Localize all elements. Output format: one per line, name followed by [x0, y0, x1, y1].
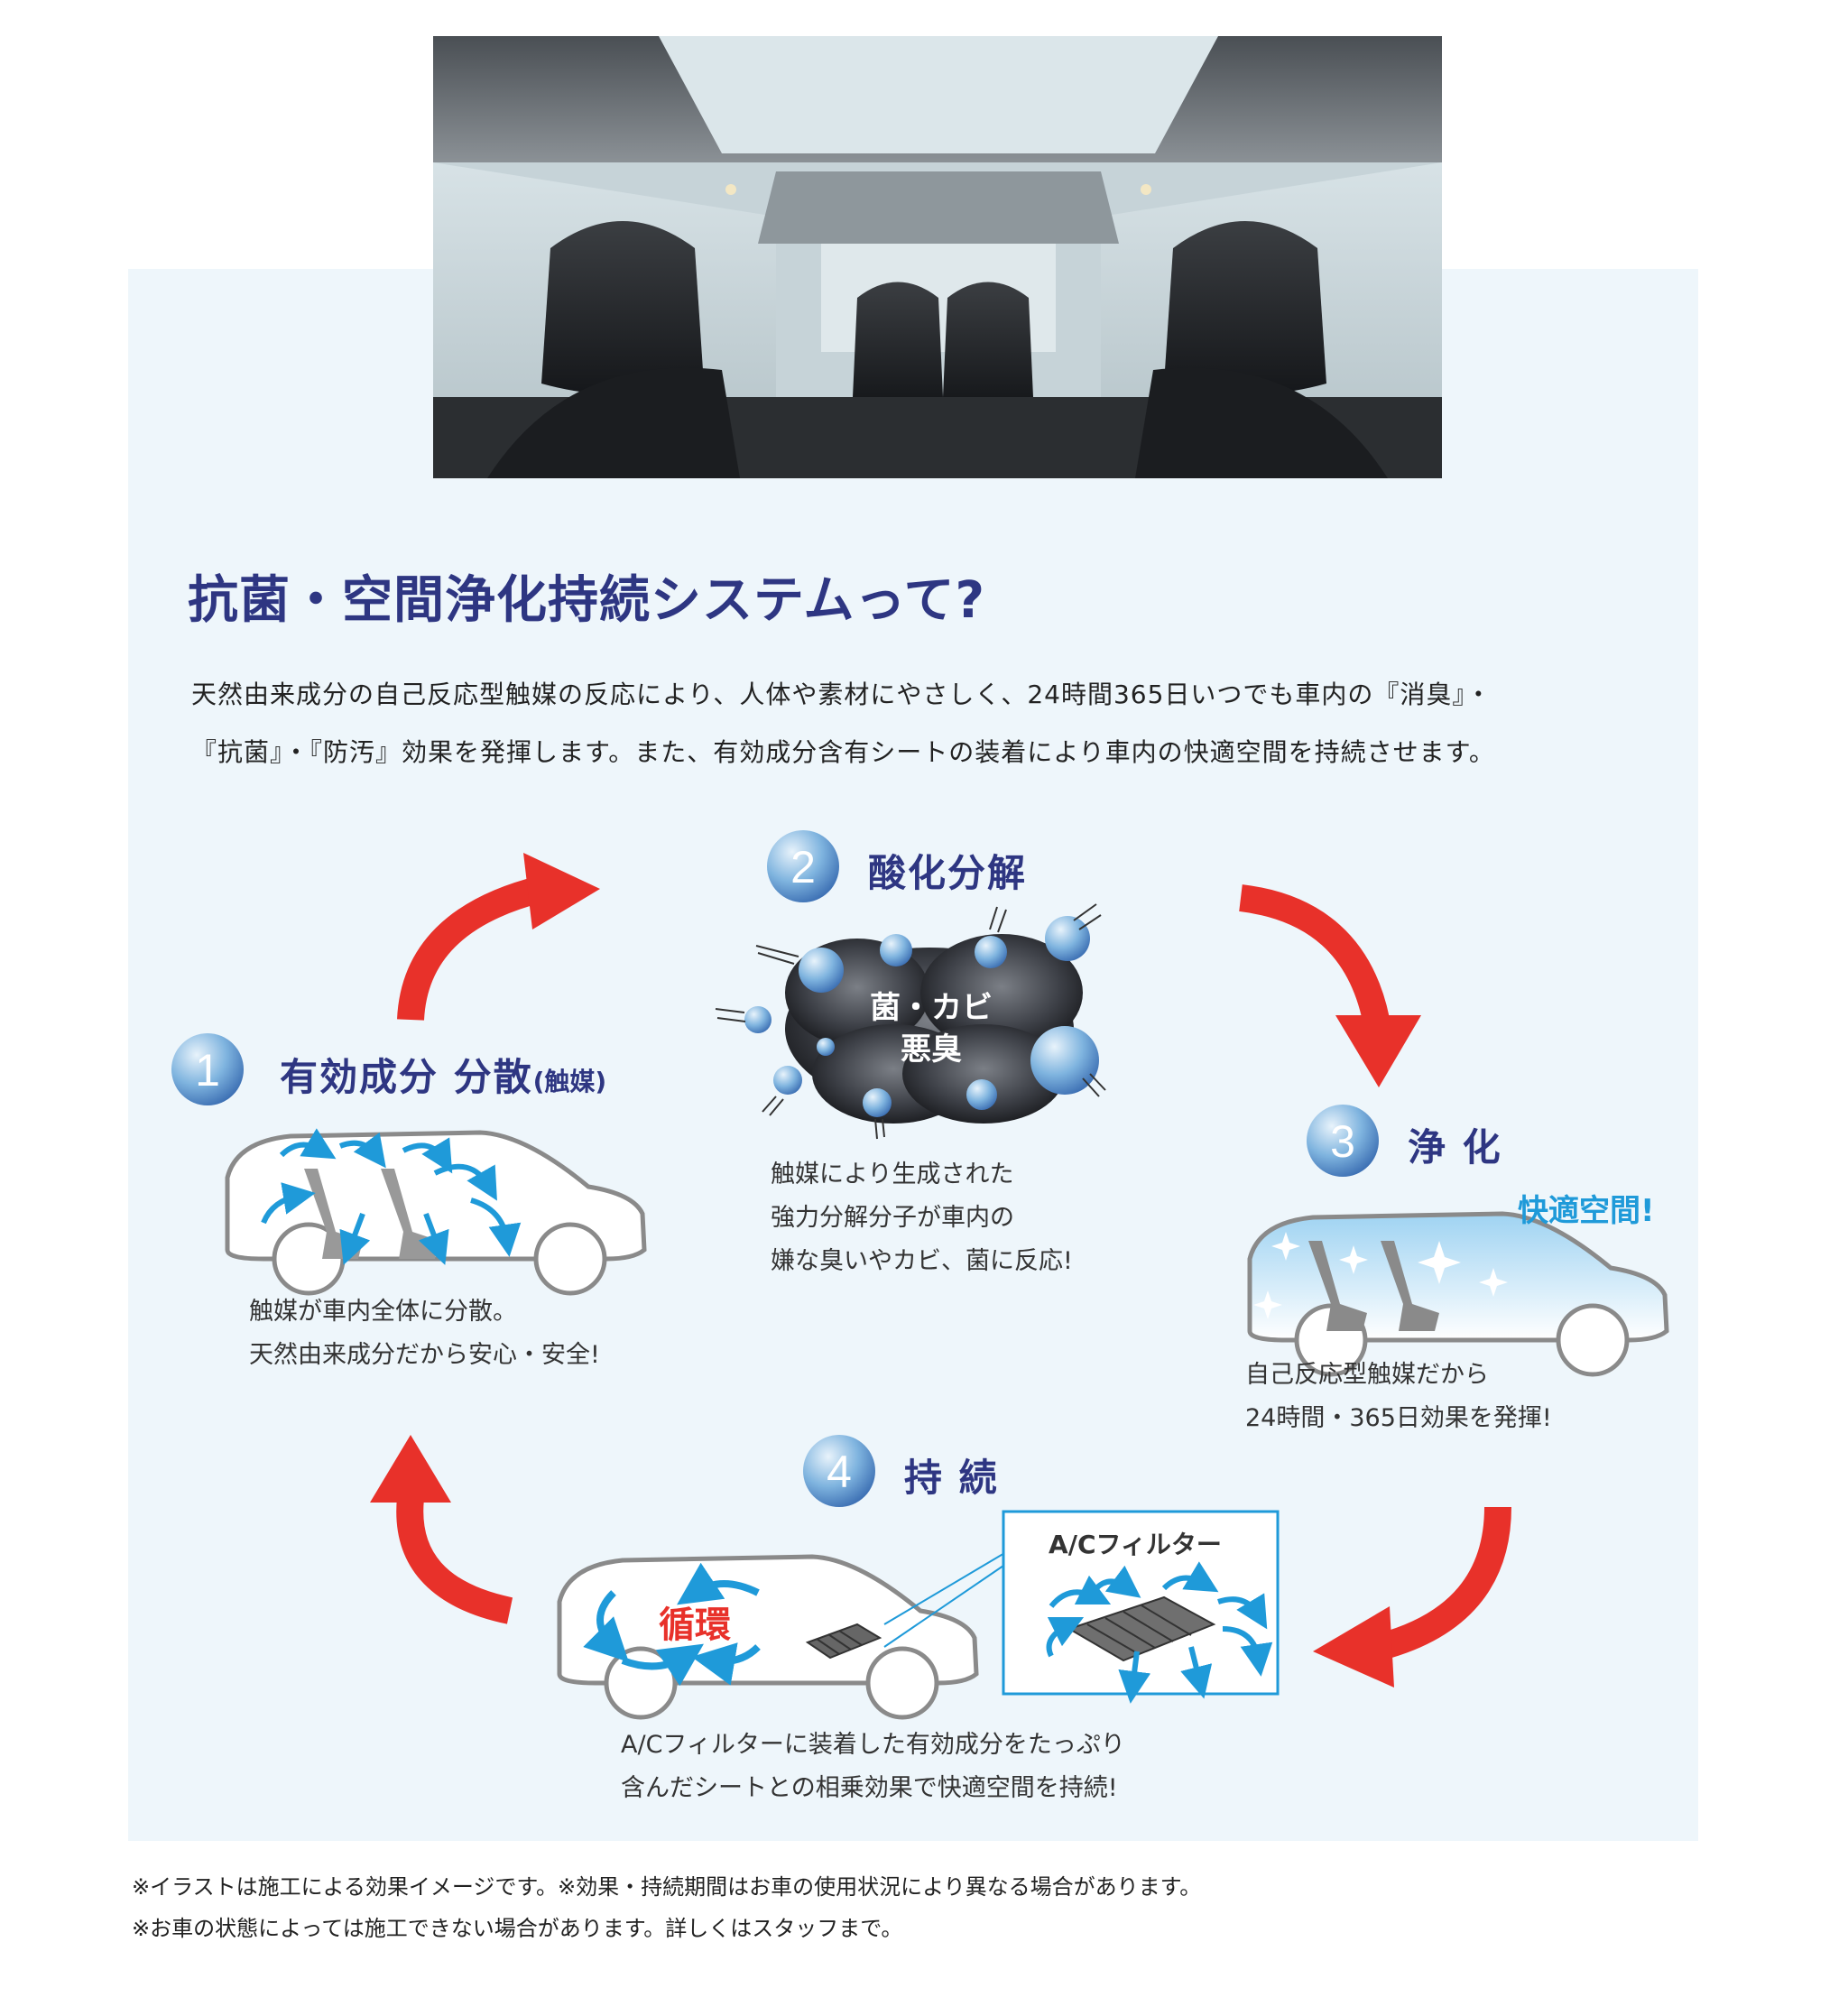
cloud-label-line-1: 菌・カビ [870, 990, 993, 1026]
intro-line-1: 天然由来成分の自己反応型触媒の反応により、人体や素材にやさしく、24時間365日… [191, 680, 1492, 709]
footnotes: ※イラストは施工による効果イメージです。※効果・持続期間はお車の使用状況により異… [132, 1866, 1201, 1949]
car-interior-photo [433, 36, 1442, 478]
step-2-caption: 触媒により生成された 強力分解分子が車内の 嫌な臭いやカビ、菌に反応! [771, 1153, 1073, 1283]
arrow-4-to-1 [370, 1435, 513, 1624]
svg-text:4: 4 [827, 1447, 852, 1497]
arrow-1-to-2 [397, 853, 600, 1022]
footnote-line: ※お車の状態によっては施工できない場合があります。詳しくはスタッフまで。 [132, 1916, 903, 1941]
step-1-caption-line: 触媒が車内全体に分散。 [249, 1298, 517, 1326]
step-1-caption-line: 天然由来成分だから安心・安全! [249, 1341, 600, 1369]
step-2-title: 酸化分解 [868, 851, 1028, 895]
step-3-caption-line: 24時間・365日効果を発揮! [1245, 1404, 1552, 1432]
svg-text:1: 1 [195, 1045, 220, 1096]
step-3-caption: 自己反応型触媒だから 24時間・365日効果を発揮! [1245, 1354, 1552, 1440]
step-1-title-main: 有効成分 分散 [280, 1055, 533, 1099]
cloud-label-line-2: 悪臭 [901, 1031, 962, 1068]
step-1-car [227, 1128, 644, 1296]
step-3-badge: 3 [1307, 1105, 1379, 1177]
intro-text: 天然由来成分の自己反応型触媒の反応により、人体や素材にやさしく、24時間365日… [191, 666, 1671, 781]
step-3-title: 浄 化 [1408, 1125, 1502, 1170]
step-1-title-small: (触媒) [532, 1067, 607, 1096]
page-title: 抗菌・空間浄化持続システムって? [188, 571, 986, 630]
step-3-car [1250, 1214, 1667, 1377]
intro-line-2: 『抗菌』・『防汚』効果を発揮します。また、有効成分含有シートの装着により車内の快… [191, 737, 1495, 767]
circulation-label: 循環 [659, 1604, 731, 1646]
arrow-3-to-4 [1313, 1506, 1511, 1688]
svg-text:3: 3 [1330, 1116, 1355, 1167]
step-3-highlight: 快適空間! [1518, 1193, 1655, 1229]
step-1-badge: 1 [171, 1033, 244, 1105]
filter-label: A/Cフィルター [1049, 1530, 1222, 1559]
cloud-label: 菌・カビ 悪臭 [868, 987, 994, 1070]
zoom-line-top [883, 1549, 1012, 1625]
step-2-caption-line: 強力分解分子が車内の [771, 1204, 1014, 1232]
svg-text:2: 2 [790, 842, 816, 892]
step-2-caption-line: 触媒により生成された [771, 1161, 1014, 1188]
step-4-caption-line: A/Cフィルターに装着した有効成分をたっぷり [621, 1731, 1125, 1759]
step-1-title: 有効成分 分散(触媒) [280, 1047, 606, 1102]
step-3-caption-line: 自己反応型触媒だから [1245, 1361, 1489, 1389]
step-4-car [559, 1557, 976, 1720]
step-4-title: 持 続 [904, 1456, 999, 1500]
step-2-badge: 2 [767, 830, 839, 902]
active-molecules [715, 903, 1106, 1140]
step-4-caption-line: 含んだシートとの相乗効果で快適空間を持続! [621, 1774, 1118, 1802]
step-2-caption-line: 嫌な臭いやカビ、菌に反応! [771, 1247, 1073, 1275]
step-4-badge: 4 [803, 1435, 875, 1507]
footnote-line: ※イラストは施工による効果イメージです。※効果・持続期間はお車の使用状況により異… [132, 1874, 1202, 1900]
step-4-caption: A/Cフィルターに装着した有効成分をたっぷり 含んだシートとの相乗効果で快適空間… [621, 1724, 1125, 1810]
step-1-caption: 触媒が車内全体に分散。 天然由来成分だから安心・安全! [249, 1290, 600, 1377]
arrow-2-to-3 [1239, 884, 1421, 1087]
zoom-line-bottom [883, 1565, 1004, 1648]
filter-detail-box [1002, 1510, 1280, 1704]
